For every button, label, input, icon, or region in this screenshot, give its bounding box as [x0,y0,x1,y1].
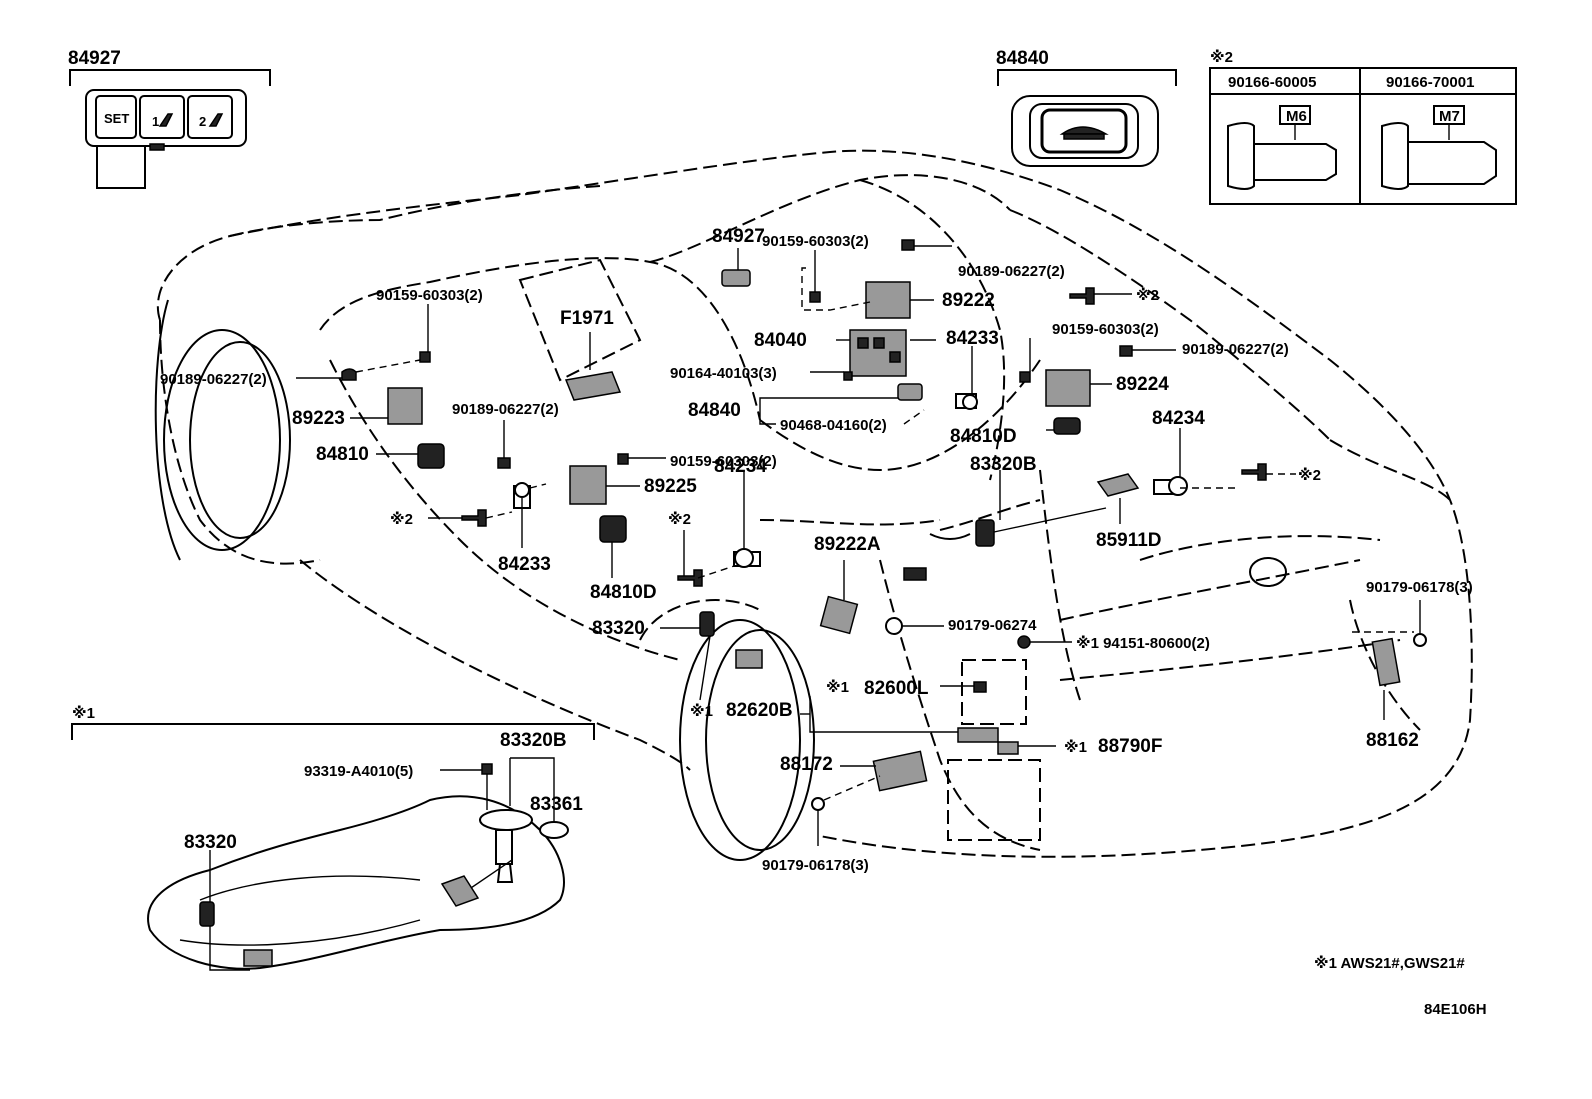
label-x2-upper-right: ※2 [1136,286,1159,304]
inset-memory-switch: 84927 SET 1 2 [68,48,271,189]
label-90189-06227-top: 90189-06227(2) [958,263,1065,280]
label-88172: 88172 [780,754,833,775]
label-84810D-lower: 84810D [590,582,657,603]
label-84234-right: 84234 [1152,408,1205,429]
inset-switch-part-no: 84927 [68,48,121,69]
label-83320B: 83320B [970,454,1037,475]
label-84233-upper: 84233 [946,328,999,349]
bolt-col2-part-no: 90166-70001 [1386,74,1474,91]
label-84040: 84040 [754,330,807,351]
label-90189-06227-right: 90189-06227(2) [1182,341,1289,358]
tank-marker: ※1 [72,704,95,722]
label-90159-60303-left: 90159-60303(2) [376,287,483,304]
memory-set-button-label: SET [104,111,129,126]
label-84840: 84840 [688,400,741,421]
label-90179-06178-bottom: 90179-06178(3) [762,857,869,874]
tank-label-fuel-pump: 83320B [500,730,567,751]
label-x2-mid: ※2 [668,510,691,528]
parts-symbols [341,239,1427,811]
label-89222A: 89222A [814,534,881,555]
label-94151-80600: ※1 94151-80600(2) [1076,634,1210,652]
label-84927: 84927 [712,226,765,247]
memory-2-button-label: 2 [199,114,206,129]
label-88790F: 88790F [1098,736,1162,757]
label-89224: 89224 [1116,374,1169,395]
tank-label-screw: 93319-A4010(5) [304,763,413,780]
label-F1971: F1971 [560,308,614,329]
label-x2-right: ※2 [1298,466,1321,484]
label-90468-04160: 90468-04160(2) [780,417,887,434]
label-90159-60303-top: 90159-60303(2) [762,233,869,250]
inset-trunk-part-no: 84840 [996,48,1049,69]
part-labels: 84927 90159-60303(2) 90189-06227(2) 8922… [160,226,1473,874]
label-x1-82600L: ※1 [826,678,849,696]
inset-trunk-switch: 84840 [996,48,1177,167]
leader-lines [296,245,1421,846]
car-body-outline [156,149,1473,858]
label-90179-06274: 90179-06274 [948,617,1037,634]
label-89222: 89222 [942,290,995,311]
label-83320: 83320 [592,618,645,639]
bolts-marker: ※2 [1210,48,1233,66]
bolt-col1-part-no: 90166-60005 [1228,74,1316,91]
inset-fuel-tank: ※1 83320B 93319-A4010(5) 83361 83320 [71,704,595,971]
label-82600L: 82600L [864,678,929,699]
label-90159-60303-mid: 90159-60303(2) [670,453,777,470]
label-x1-82620B: ※1 [690,702,713,720]
label-89223: 89223 [292,408,345,429]
label-85911D: 85911D [1096,530,1162,551]
bolt-col2-tag: M7 [1439,108,1460,125]
footnote-model-codes: ※1 AWS21#,GWS21# [1314,954,1465,972]
label-84810D-upper: 84810D [950,426,1017,447]
label-88162: 88162 [1366,730,1419,751]
front-wheel [154,299,291,561]
label-89225: 89225 [644,476,697,497]
label-x1-88790F: ※1 [1064,738,1087,756]
memory-1-button-label: 1 [152,114,159,129]
label-90159-60303-right: 90159-60303(2) [1052,321,1159,338]
label-90189-06227-left: 90189-06227(2) [160,371,267,388]
tank-label-sender: 83320 [184,832,237,853]
label-84810: 84810 [316,444,369,465]
bolt-col1-tag: M6 [1286,108,1307,125]
rear-wheel [639,599,815,861]
inset-bolts-table: ※2 90166-60005 90166-70001 M6 M7 [1209,48,1517,205]
label-x2-left: ※2 [390,510,413,528]
tank-label-gasket: 83361 [530,794,583,815]
label-90189-06227-mid: 90189-06227(2) [452,401,559,418]
label-90179-06178-right: 90179-06178(3) [1366,579,1473,596]
label-82620B: 82620B [726,700,793,721]
diagram-code: 84E106H [1424,1001,1487,1018]
label-90164-40103: 90164-40103(3) [670,365,777,382]
label-84233-lower: 84233 [498,554,551,575]
label-84234-mid: 84234 [714,456,767,477]
